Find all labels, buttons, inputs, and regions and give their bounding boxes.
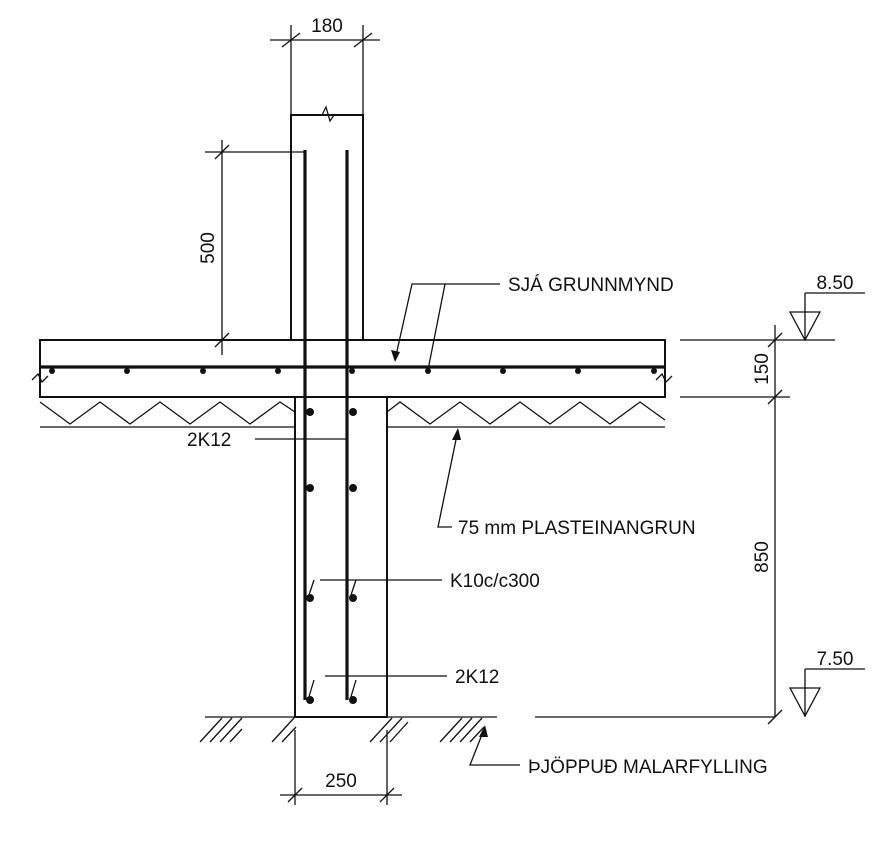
bars-top-label: 2K12 — [187, 430, 231, 451]
wall-break-mark — [291, 105, 363, 123]
bars-bottom-label: 2K12 — [455, 667, 499, 688]
level-marker-bottom — [788, 668, 865, 718]
wall — [290, 114, 364, 341]
dim-right — [680, 325, 835, 725]
leaders — [255, 283, 520, 766]
dim-500-label: 500 — [198, 232, 219, 264]
fill-label: ÞJÖPPUÐ MALARFYLLING — [528, 757, 768, 778]
see-plan-label: SJÁ GRUNNMYND — [508, 275, 674, 296]
footing — [294, 396, 388, 718]
footing-bar-dots — [306, 408, 357, 704]
level-bottom-label: 7.50 — [817, 649, 854, 670]
insulation-label: 75 mm PLASTEINANGRUN — [458, 518, 696, 539]
ground-hatch — [199, 717, 485, 743]
dim-850-label: 850 — [752, 541, 773, 573]
dim-250 — [280, 730, 402, 805]
insulation-layer — [39, 396, 666, 428]
dim-500 — [205, 140, 305, 355]
dim-150-label: 150 — [752, 353, 773, 385]
dim-250-label: 250 — [325, 771, 357, 792]
dim-180-label: 180 — [311, 16, 343, 37]
level-top-label: 8.50 — [817, 273, 854, 294]
slab-rebar-dots — [49, 368, 657, 374]
break-mark-right — [655, 372, 673, 384]
dim-180 — [270, 25, 380, 115]
stirrups-label: K10c/c300 — [450, 571, 540, 592]
arrowheads — [391, 350, 488, 737]
break-mark-left — [31, 372, 49, 384]
level-marker-top — [788, 292, 865, 342]
stirrup-hooks — [307, 579, 357, 701]
